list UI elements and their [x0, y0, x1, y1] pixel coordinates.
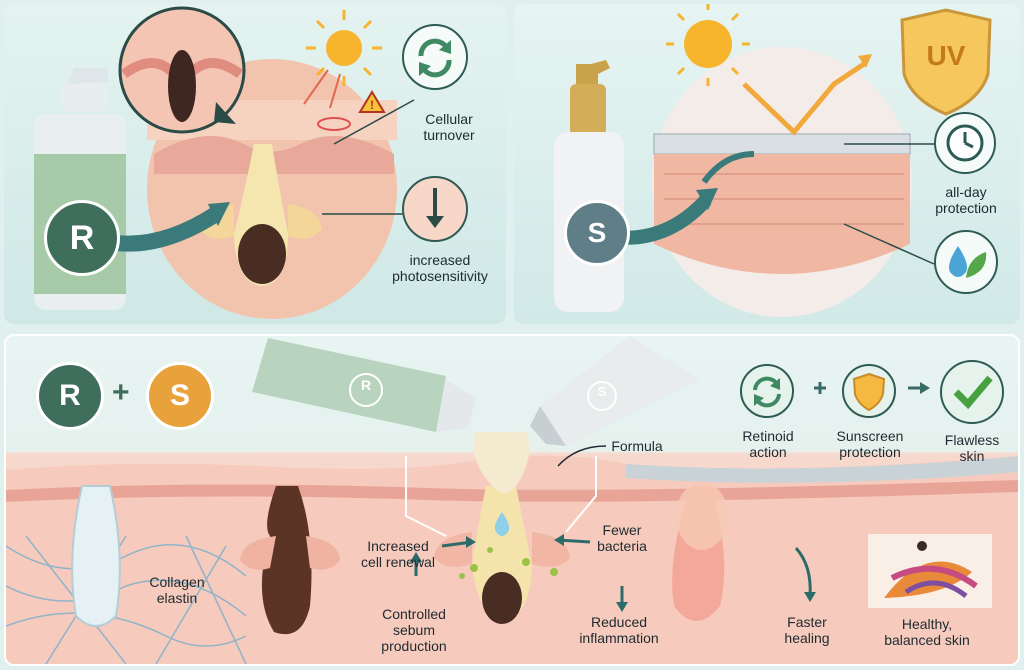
sunscreen-panel: S UV all-day protection [514, 4, 1020, 324]
sunscreen-bottle [554, 60, 624, 312]
sun-icon [306, 10, 382, 86]
combined-skin-illustration [6, 336, 1018, 664]
sunscreen-badge: S [564, 200, 630, 266]
label-collagen-elastin: Collagen elastin [149, 574, 205, 606]
water-leaf-icon [934, 230, 998, 294]
skin-layer [654, 154, 910, 274]
clogged-follicle [261, 486, 312, 635]
label-all-day-protection: all-day protection [935, 184, 997, 216]
photosensitivity-icon [402, 176, 468, 242]
label-faster-healing: Faster healing [784, 614, 830, 646]
uv-label: UV [926, 40, 966, 71]
sebum-plug [238, 224, 286, 284]
formula-droplet [494, 512, 510, 536]
label-photosensitivity: increased photosensitivity [392, 252, 488, 284]
flow-label-retinoid-action: Retinoid action [742, 428, 794, 460]
tube-r-label: R [360, 377, 372, 393]
label-healthy-balanced-skin: Healthy, balanced skin [884, 616, 970, 648]
label-reduced-inflammation: Reduced inflammation [579, 614, 659, 646]
flow-label-sunscreen-protection: Sunscreen protection [836, 428, 904, 460]
warning-icon: ! [358, 90, 386, 113]
turnover-icon [402, 24, 468, 90]
uv-shield-icon [900, 8, 992, 116]
sunscreen-illustration [554, 4, 992, 317]
healthy-skin-emblem [868, 534, 992, 608]
retinoid-illustration: ! [34, 6, 415, 319]
label-cellular-turnover: Cellular turnover [423, 111, 475, 143]
label-fewer-bacteria: Fewer bacteria [597, 522, 647, 554]
sunscreen-tube [530, 336, 700, 446]
irritation-spot [317, 117, 351, 131]
label-increased-cell-renewal: Increased cell renewal [361, 538, 435, 570]
sunscreen-badge: S [146, 362, 214, 430]
uv-ray [742, 61, 866, 136]
combination-panel: R + S R S Retinoid action Sunscreen prot… [4, 334, 1020, 666]
formula-label: Formula [611, 438, 663, 454]
retinoid-badge: R [36, 362, 104, 430]
flow-label-flawless-skin: Flawless skin [944, 432, 1000, 464]
tube-s-label: S [597, 384, 607, 399]
clock-icon [934, 112, 996, 174]
sun-icon [666, 4, 750, 86]
sunscreen-protection-icon [842, 364, 896, 418]
svg-text:!: ! [370, 98, 374, 112]
label-controlled-sebum: Controlled sebum production [381, 606, 447, 654]
checkmark-icon [940, 360, 1004, 424]
retinoid-action-icon [740, 364, 794, 418]
plus-sign: + [112, 376, 130, 409]
sunscreen-film [626, 456, 1018, 483]
formula-stream [473, 432, 530, 493]
retinoid-tube [252, 338, 476, 432]
retinoid-panel: ! R Cellular turnover increased photosen… [4, 4, 506, 324]
clear-follicle [71, 485, 121, 627]
retinoid-badge: R [44, 200, 120, 276]
